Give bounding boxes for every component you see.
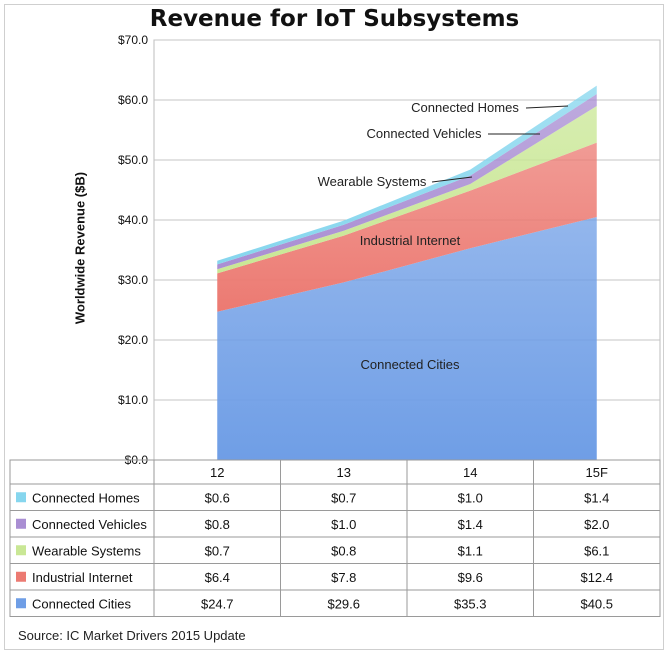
data-label: $0.8 [205,517,230,532]
data-label: $6.1 [584,543,609,558]
data-label: $40.5 [580,596,613,611]
legend-swatch [16,598,26,609]
legend-label: Wearable Systems [32,543,141,558]
legend-swatch [16,571,26,582]
legend-swatch [16,545,26,556]
area-industrial-internet [217,142,597,312]
annotation-label: Wearable Systems [318,174,427,189]
annotation-label: Industrial Internet [360,233,461,248]
data-label: $29.6 [327,596,360,611]
data-label: $1.0 [458,490,483,505]
legend-swatch [16,518,26,529]
y-tick-label: $60.0 [118,93,148,107]
chart-title: Revenue for IoT Subsystems [149,6,520,32]
annotation-label: Connected Homes [411,100,519,115]
y-tick-label: $10.0 [118,393,148,407]
data-label: $0.7 [331,490,356,505]
data-label: $1.1 [458,543,483,558]
y-tick-label: $50.0 [118,153,148,167]
data-label: $9.6 [458,570,483,585]
annotation-label: Connected Cities [361,357,460,372]
x-tick-label: 14 [463,465,477,480]
data-label: $24.7 [201,596,234,611]
legend-swatch [16,492,26,503]
annotation-leader [525,105,569,109]
data-label: $1.0 [331,517,356,532]
legend-label: Industrial Internet [32,570,133,585]
data-label: $6.4 [205,570,230,585]
data-label: $0.7 [205,543,230,558]
data-label: $2.0 [584,517,609,532]
y-tick-label: $30.0 [118,273,148,287]
y-tick-label: $20.0 [118,333,148,347]
data-label: $1.4 [584,490,609,505]
x-tick-label: 12 [210,465,224,480]
x-tick-label: 15F [586,465,608,480]
legend-label: Connected Vehicles [32,517,147,532]
data-label: $12.4 [580,570,613,585]
area-connected-cities [217,217,597,460]
annotation-label: Connected Vehicles [367,126,482,141]
annotation-leader [431,176,473,183]
data-label: $0.6 [205,490,230,505]
data-label: $0.8 [331,543,356,558]
legend-label: Connected Homes [32,490,140,505]
y-tick-label: $40.0 [118,213,148,227]
data-label: $35.3 [454,596,487,611]
x-tick-label: 13 [337,465,351,480]
data-table-border [9,459,661,617]
data-label: $7.8 [331,570,356,585]
data-label: $1.4 [458,517,483,532]
y-tick-label: $70.0 [118,33,148,47]
source-note: Source: IC Market Drivers 2015 Update [18,628,246,643]
chart-frame [4,4,664,650]
legend-label: Connected Cities [32,596,131,611]
